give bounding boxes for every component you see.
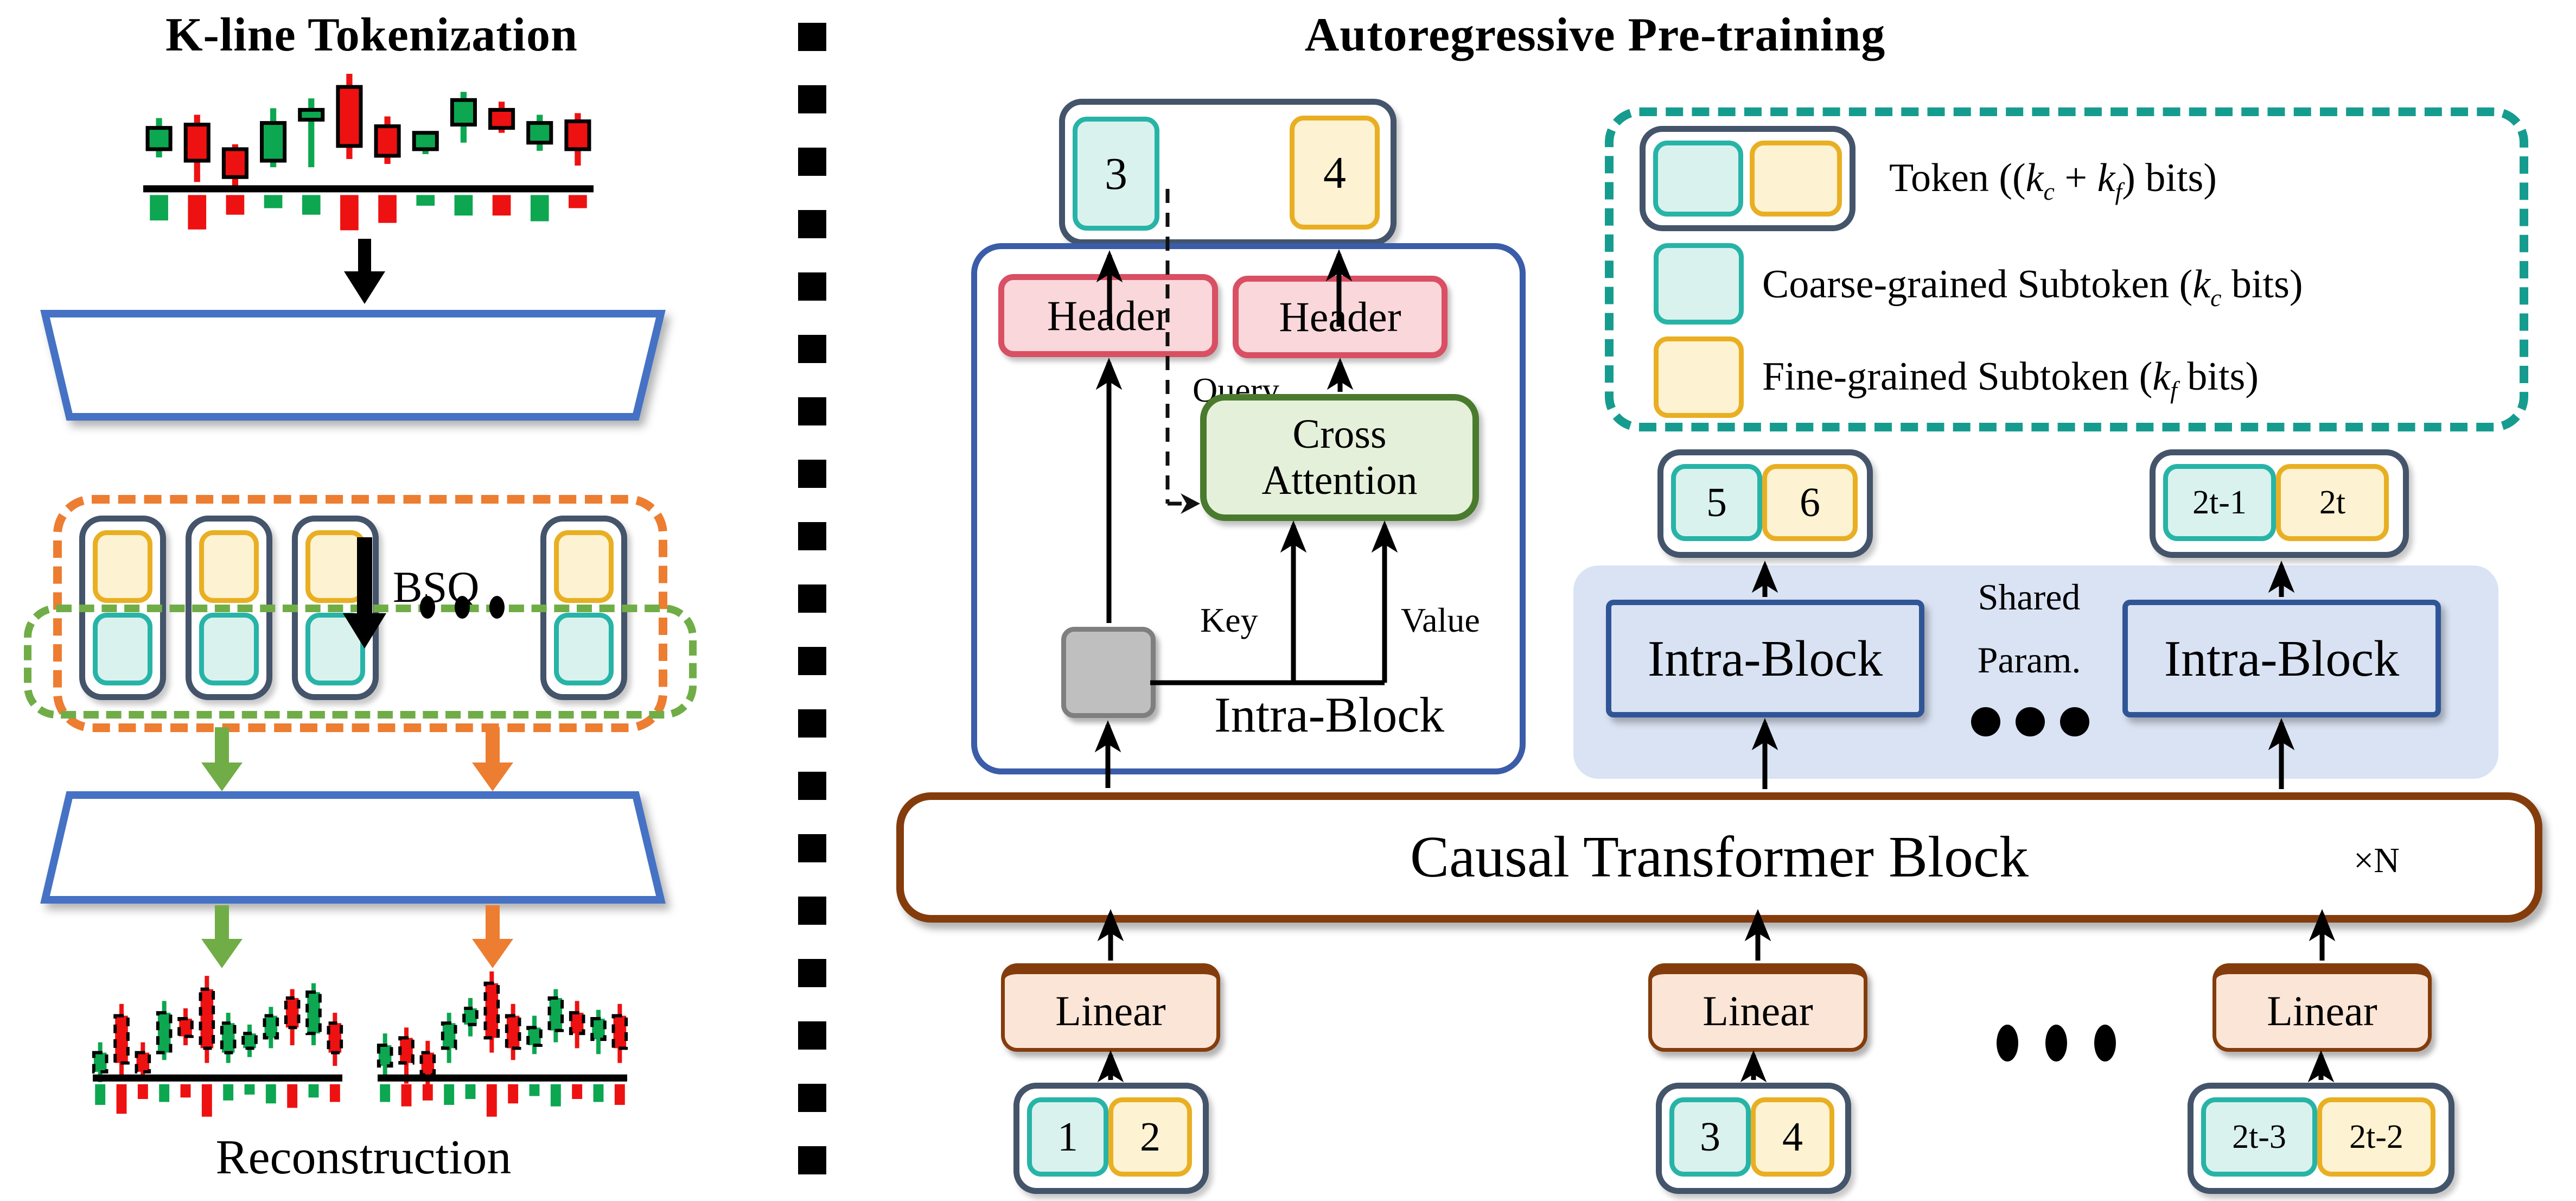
reconstruction-label: Reconstruction — [215, 1130, 512, 1184]
header-box-right: Header — [1233, 276, 1448, 358]
coarse-subtoken-2t-1: 2t-1 — [2163, 464, 2276, 541]
fine-subtoken — [305, 530, 365, 603]
tokenizer-decoder-label: Tokenizer Decoder — [173, 820, 538, 873]
token-pair-5-6: 5 6 — [1657, 449, 1873, 558]
intra-block-caption: Intra-Block — [1214, 687, 1445, 742]
value-label: Value — [1401, 601, 1480, 639]
legend-row3-text: Fine-grained Subtoken (kf bits) — [1762, 354, 2259, 404]
fine-to-decoder-arrow — [472, 727, 513, 791]
left-panel-title: K-line Tokenization — [165, 8, 578, 61]
legend-coarse-icon — [1653, 141, 1743, 217]
cross-attention-line2: Attention — [1261, 457, 1418, 503]
coarse-subtoken — [93, 613, 152, 685]
fine-subtoken-4b: 4 — [1751, 1097, 1834, 1177]
decoder-to-recon-a-arrow — [201, 905, 243, 968]
cross-attention-box: Cross Attention — [1200, 394, 1479, 521]
intra-block-right: Intra-Block — [2122, 600, 2441, 717]
coarse-subtoken-3b: 3 — [1669, 1097, 1751, 1177]
fine-subtoken-2: 2 — [1108, 1097, 1192, 1177]
token-pair-2t3-2t2: 2t-3 2t-2 — [2188, 1083, 2454, 1194]
repeat-count-label: ×N — [2354, 841, 2400, 880]
coarse-subtoken-1: 1 — [1027, 1097, 1108, 1177]
decoder-to-recon-b-arrow — [472, 905, 513, 968]
chart-to-encoder-arrow — [344, 239, 385, 304]
legend-box — [1605, 107, 2528, 431]
token-pair-2t1-2t: 2t-1 2t — [2150, 449, 2409, 558]
legend-fine-subtoken-icon — [1654, 336, 1744, 418]
legend-coarse-subtoken-icon — [1654, 243, 1744, 325]
linear-box-2: Linear — [1648, 963, 1867, 1052]
fine-subtoken — [199, 530, 259, 603]
coarse-subtoken-2t-3: 2t-3 — [2201, 1097, 2317, 1177]
key-label: Key — [1200, 601, 1258, 639]
causal-transformer-block: Causal Transformer Block — [896, 792, 2542, 923]
token-pair-1-2: 1 2 — [1013, 1083, 1209, 1194]
cross-attention-line1: Cross — [1292, 411, 1387, 457]
coarse-subtoken — [199, 613, 259, 685]
coarse-subtoken — [554, 613, 614, 685]
legend-row1-text: Token ((kc + kf) bits) — [1889, 156, 2217, 205]
tokenizer-encoder-label: Tokenizer Encoder — [175, 339, 536, 392]
fine-subtoken-4: 4 — [1290, 116, 1380, 230]
coarse-subtoken-5: 5 — [1671, 464, 1762, 541]
fine-subtoken — [554, 530, 614, 603]
shared-param-line1: Shared — [1978, 576, 2081, 618]
input-ellipsis — [1997, 1025, 2116, 1062]
coarse-row-dashed-box — [24, 605, 697, 719]
fine-subtoken-2t: 2t — [2276, 464, 2389, 541]
intra-block-left: Intra-Block — [1606, 600, 1924, 717]
header-box-left: Header — [998, 274, 1218, 357]
legend-fine-icon — [1750, 141, 1842, 217]
output-token-pair: 3 4 — [1059, 99, 1397, 245]
shared-param-line2: Param. — [1977, 639, 2081, 681]
coarse-subtoken-3: 3 — [1073, 117, 1159, 231]
linear-box-1: Linear — [1001, 963, 1220, 1052]
fine-subtoken — [93, 530, 152, 603]
legend-row2-text: Coarse-grained Subtoken (kc bits) — [1762, 262, 2303, 312]
right-panel-title: Autoregressive Pre-training — [1304, 8, 1886, 61]
fine-subtoken-2t-2: 2t-2 — [2317, 1097, 2435, 1177]
linear-box-3: Linear — [2212, 963, 2432, 1052]
fine-subtoken-6: 6 — [1762, 464, 1858, 541]
coarse-hidden-state-box — [1061, 627, 1156, 718]
token-sequence-dashed-box — [53, 495, 667, 732]
legend-token-icon — [1640, 126, 1856, 231]
token-pair-3-4: 3 4 — [1656, 1083, 1851, 1194]
coarse-to-decoder-arrow — [201, 727, 243, 791]
causal-transformer-label: Causal Transformer Block — [1410, 825, 2029, 889]
